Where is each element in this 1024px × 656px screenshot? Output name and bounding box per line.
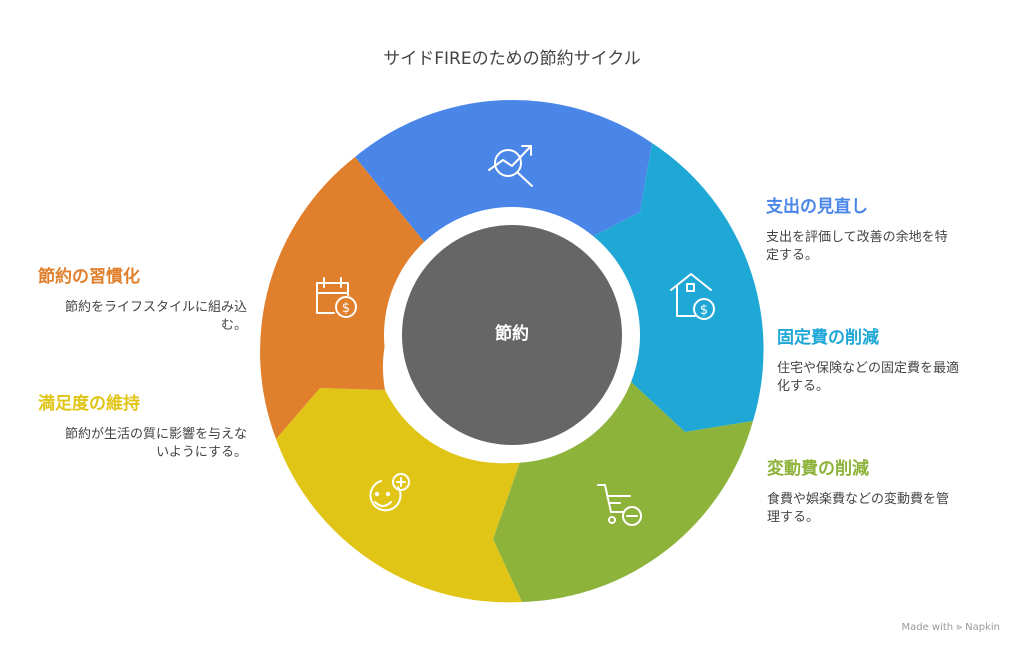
svg-text:$: $	[700, 303, 708, 318]
cart-minus-icon	[597, 484, 642, 526]
step-title: 満足度の維持	[38, 394, 140, 414]
step-description: 支出を評価して改善の余地を特 定する。	[766, 229, 981, 265]
center-label: 節約	[495, 324, 529, 344]
step-desc-line-2: む。	[220, 318, 247, 333]
diagram-title: サイドFIREのための節約サイクル	[383, 49, 641, 69]
step-desc-line-2: 定する。	[766, 248, 819, 263]
center-disk	[402, 225, 622, 445]
label-review-spending: 支出の見直し 支出を評価して改善の余地を特 定する。	[766, 192, 981, 265]
step-title: 変動費の削減	[767, 459, 869, 479]
label-build-habit: 節約の習慣化 節約をライフスタイルに組み込 む。	[32, 262, 247, 335]
step-desc-line-1: 節約が生活の質に影響を与えな	[64, 427, 247, 442]
step-desc-line-2: 理する。	[767, 510, 820, 525]
calendar-dollar-icon: $	[316, 277, 357, 318]
step-desc-line-1: 住宅や保険などの固定費を最適	[777, 361, 960, 376]
step-description: 食費や娯楽費などの変動費を管 理する。	[767, 491, 982, 527]
smiley-plus-icon	[369, 473, 410, 512]
step-description: 節約をライフスタイルに組み込 む。	[32, 299, 247, 335]
step-desc-line-2: いようにする。	[156, 445, 247, 460]
segment-review-spending	[355, 100, 652, 260]
segment-variable-costs	[493, 380, 753, 602]
step-desc-line-2: 化する。	[777, 379, 830, 394]
step-desc-line-1: 支出を評価して改善の余地を特	[766, 230, 948, 245]
label-variable-costs: 変動費の削減 食費や娯楽費などの変動費を管 理する。	[767, 454, 982, 527]
svg-text:$: $	[342, 301, 350, 316]
step-description: 住宅や保険などの固定費を最適 化する。	[777, 360, 992, 396]
step-title: 固定費の削減	[777, 328, 879, 348]
napkin-credit: Made with ⪢ Napkin	[901, 622, 1000, 633]
step-description: 節約が生活の質に影響を与えな いようにする。	[32, 426, 247, 462]
step-title: 支出の見直し	[766, 197, 868, 217]
label-fixed-costs: 固定費の削減 住宅や保険などの固定費を最適 化する。	[777, 323, 992, 396]
magnifier-trend-icon	[488, 145, 533, 187]
segment-keep-satisfaction	[276, 388, 522, 603]
step-desc-line-1: 節約をライフスタイルに組み込	[64, 300, 247, 315]
step-title: 節約の習慣化	[38, 267, 140, 287]
label-keep-satisfaction: 満足度の維持 節約が生活の質に影響を与えな いようにする。	[32, 389, 247, 462]
house-dollar-icon: $	[670, 273, 715, 320]
step-desc-line-1: 食費や娯楽費などの変動費を管	[767, 492, 950, 507]
